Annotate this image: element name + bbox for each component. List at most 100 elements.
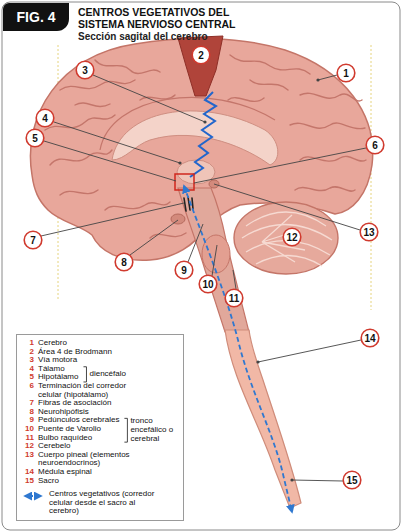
item-number: 3 — [21, 356, 34, 365]
item-number: 11 — [21, 434, 34, 443]
figure-tab: FIG. 4 — [3, 3, 69, 31]
callout-circle: 14 — [360, 328, 380, 348]
bracket — [83, 367, 86, 382]
legend-row: 15 Sacro — [21, 477, 179, 486]
item-number: 6 — [21, 382, 34, 391]
callout-number: 6 — [365, 135, 385, 155]
callout-number: 10 — [198, 274, 218, 294]
legend-row: 14Médula espinal — [21, 468, 179, 477]
cingulate-sulcus — [100, 97, 275, 150]
item-name: Vía motora — [38, 356, 77, 365]
legend-row: 7 Fibras de asociación — [21, 399, 179, 408]
gyrus — [60, 190, 98, 195]
leader-line — [54, 122, 180, 163]
callout-number: 3 — [75, 60, 95, 80]
leader-line — [44, 141, 176, 181]
brodmann-area — [178, 36, 223, 96]
vegetative-corridor — [184, 186, 292, 512]
brainstem — [178, 188, 249, 332]
item-number: 12 — [21, 442, 34, 451]
leader-dot — [290, 478, 293, 481]
callout-number: 9 — [174, 260, 194, 280]
item-name: Fibras de asociación — [38, 399, 111, 408]
gyrus — [228, 98, 264, 102]
callout-circle: 8 — [114, 252, 134, 272]
figure-title: CENTROS VEGETATIVOS DEL SISTEMA NERVIOSO… — [78, 6, 278, 30]
callout-circle: 10 — [198, 274, 218, 294]
callout-circle: 15 — [342, 470, 362, 490]
callout-number: 12 — [282, 227, 302, 247]
leader-line — [258, 340, 361, 362]
callout-circle: 2 — [191, 45, 211, 65]
item-number: 15 — [21, 477, 34, 486]
leader-line — [194, 148, 366, 183]
gyrus — [230, 55, 310, 74]
gyrus — [150, 233, 186, 238]
callout-circle: 7 — [23, 230, 43, 250]
item-number: 7 — [21, 399, 34, 408]
leader-line — [214, 184, 360, 230]
gyrus — [295, 187, 355, 191]
spinal-cord — [225, 330, 301, 508]
legend-row: 9Pedúnculos cerebrales — [21, 416, 179, 425]
callout-number: 13 — [359, 222, 379, 242]
gyrus — [290, 123, 365, 129]
item-number: 1 — [21, 339, 34, 348]
motor-pathway — [190, 92, 216, 177]
callout-number: 1 — [336, 63, 356, 83]
item-number: 5 — [21, 373, 34, 382]
callout-number: 5 — [25, 128, 45, 148]
figure-number: FIG. 4 — [3, 3, 69, 31]
callout-circle: 9 — [174, 260, 194, 280]
leader-line — [130, 220, 178, 255]
leader-dot — [256, 360, 259, 363]
callout-number: 7 — [23, 230, 43, 250]
fiber — [192, 198, 193, 209]
gyrus — [60, 80, 135, 90]
legend-row: 12 Cerebelo — [21, 442, 179, 451]
callout-number: 8 — [114, 252, 134, 272]
leader-line — [188, 224, 203, 262]
gyrus — [300, 93, 362, 101]
legend-arrow — [25, 495, 41, 497]
leader-dot — [316, 78, 319, 81]
item-number: 13 — [21, 451, 34, 460]
legend-box: 1Cerebro2Área 4 de Brodmann3Vía motora4T… — [16, 334, 184, 521]
legend-entry: Centros vegetativos (corredor celular de… — [21, 490, 179, 516]
callout-number: 11 — [224, 288, 244, 308]
leader-line — [233, 270, 236, 289]
item-number: 4 — [21, 365, 34, 374]
item-name: Sacro — [38, 477, 59, 486]
item-name: Cerebelo — [38, 442, 70, 451]
gyrus — [75, 103, 110, 107]
legend-row: 13Cuerpo pineal (elementos neuroendocrin… — [21, 451, 179, 468]
callout-number: 14 — [360, 328, 380, 348]
leader-dot — [203, 120, 206, 123]
callout-number: 15 — [342, 470, 362, 490]
item-name: Neurohipófisis — [38, 408, 89, 417]
item-name: Terminación del corredor celular (hipotá… — [38, 382, 136, 399]
cerebellar-folia — [242, 212, 332, 266]
callout-circle: 13 — [359, 222, 379, 242]
legend-row: 1Cerebro — [21, 339, 179, 348]
legend-row: 3 Vía motora — [21, 356, 179, 365]
item-name: Puente de Varolio — [38, 425, 101, 434]
item-number: 9 — [21, 416, 34, 425]
fiber — [184, 198, 186, 211]
corpus-callosum — [112, 111, 278, 165]
leader-line — [292, 480, 343, 481]
item-number: 10 — [21, 425, 34, 434]
legend-row: 8Neurohipófisis — [21, 408, 179, 417]
group-label: tronco encefálico o cerebral — [130, 417, 183, 443]
callout-circle: 12 — [282, 227, 302, 247]
pituitary — [171, 214, 185, 224]
item-number: 2 — [21, 348, 34, 357]
item-number: 14 — [21, 468, 34, 477]
callout-circle: 4 — [35, 108, 55, 128]
leader-dots — [178, 78, 319, 481]
item-name: Hipotálamo — [38, 373, 78, 382]
leader-line — [212, 245, 217, 276]
gyrus — [95, 60, 160, 74]
